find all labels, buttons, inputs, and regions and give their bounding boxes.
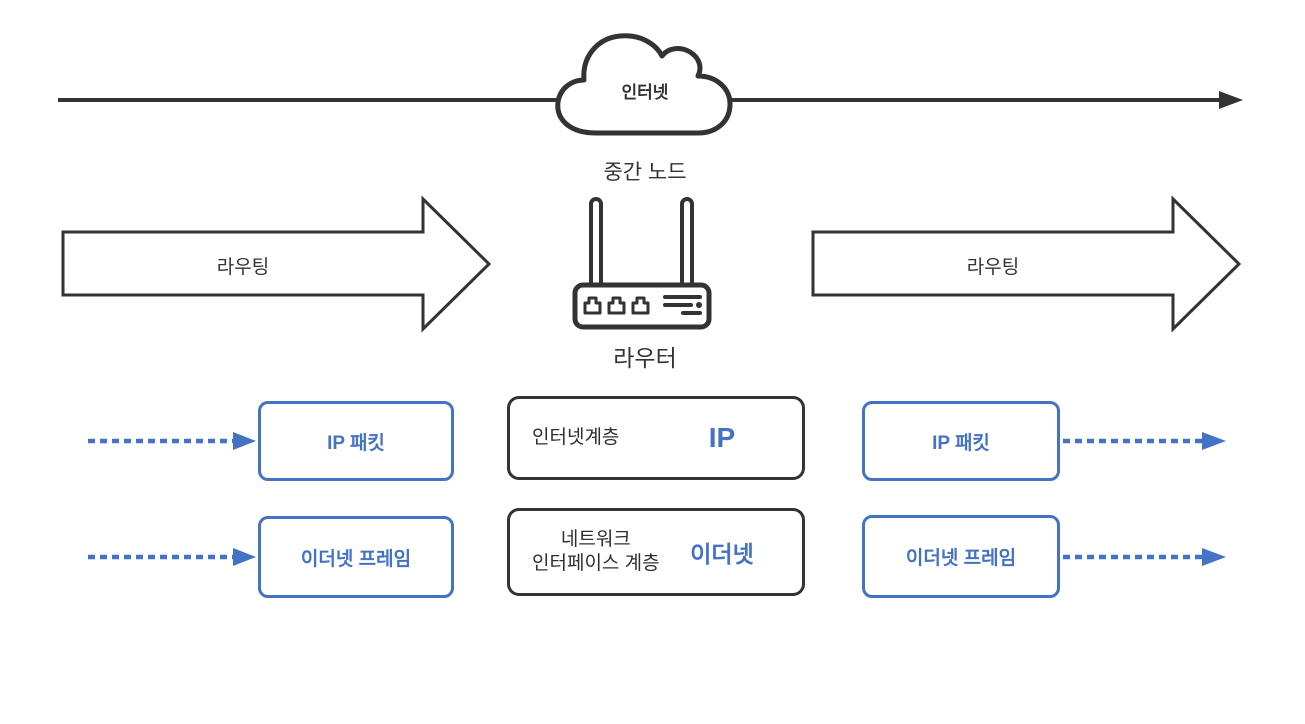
internet-layer-label: 인터넷계층 bbox=[532, 427, 620, 448]
router-icon bbox=[572, 197, 712, 330]
frame-in-arrow bbox=[88, 548, 256, 566]
network-interface-layer-line2: 인터페이스 계층 bbox=[532, 553, 660, 574]
network-interface-layer-label: 네트워크 인터페이스 계층 bbox=[532, 528, 660, 576]
network-interface-layer-line1: 네트워크 bbox=[560, 529, 631, 550]
ip-packet-box-right: IP 패킷 bbox=[862, 401, 1060, 481]
routing-left-label: 라우팅 bbox=[216, 257, 270, 278]
routing-arrow-left bbox=[61, 195, 492, 333]
routing-right-label: 라우팅 bbox=[966, 257, 1020, 278]
routing-arrow-right bbox=[811, 195, 1242, 333]
ip-packet-label: IP 패킷 bbox=[327, 432, 385, 454]
network-interface-layer-box: 네트워크 인터페이스 계층 이더넷 bbox=[507, 508, 805, 596]
frame-out-arrow bbox=[1063, 548, 1226, 566]
packet-out-arrow bbox=[1063, 432, 1226, 450]
internet-layer-box: 인터넷계층 IP bbox=[507, 396, 805, 480]
ip-packet-box-left: IP 패킷 bbox=[258, 401, 454, 481]
packet-in-arrow bbox=[88, 432, 256, 450]
ethernet-frame-label: 이더넷 프레임 bbox=[300, 548, 412, 570]
internet-layer-value: IP bbox=[708, 422, 736, 453]
router-label: 라우터 bbox=[613, 345, 677, 371]
internet-cloud-label: 인터넷 bbox=[621, 83, 669, 102]
cloud-icon bbox=[555, 33, 733, 136]
ethernet-frame-box-right: 이더넷 프레임 bbox=[862, 515, 1060, 598]
network-interface-layer-value: 이더넷 bbox=[690, 541, 754, 567]
ip-packet-label: IP 패킷 bbox=[932, 432, 990, 454]
ethernet-frame-label: 이더넷 프레임 bbox=[905, 548, 1017, 569]
middle-node-label: 중간 노드 bbox=[603, 161, 687, 184]
ethernet-frame-box-left: 이더넷 프레임 bbox=[258, 516, 454, 598]
